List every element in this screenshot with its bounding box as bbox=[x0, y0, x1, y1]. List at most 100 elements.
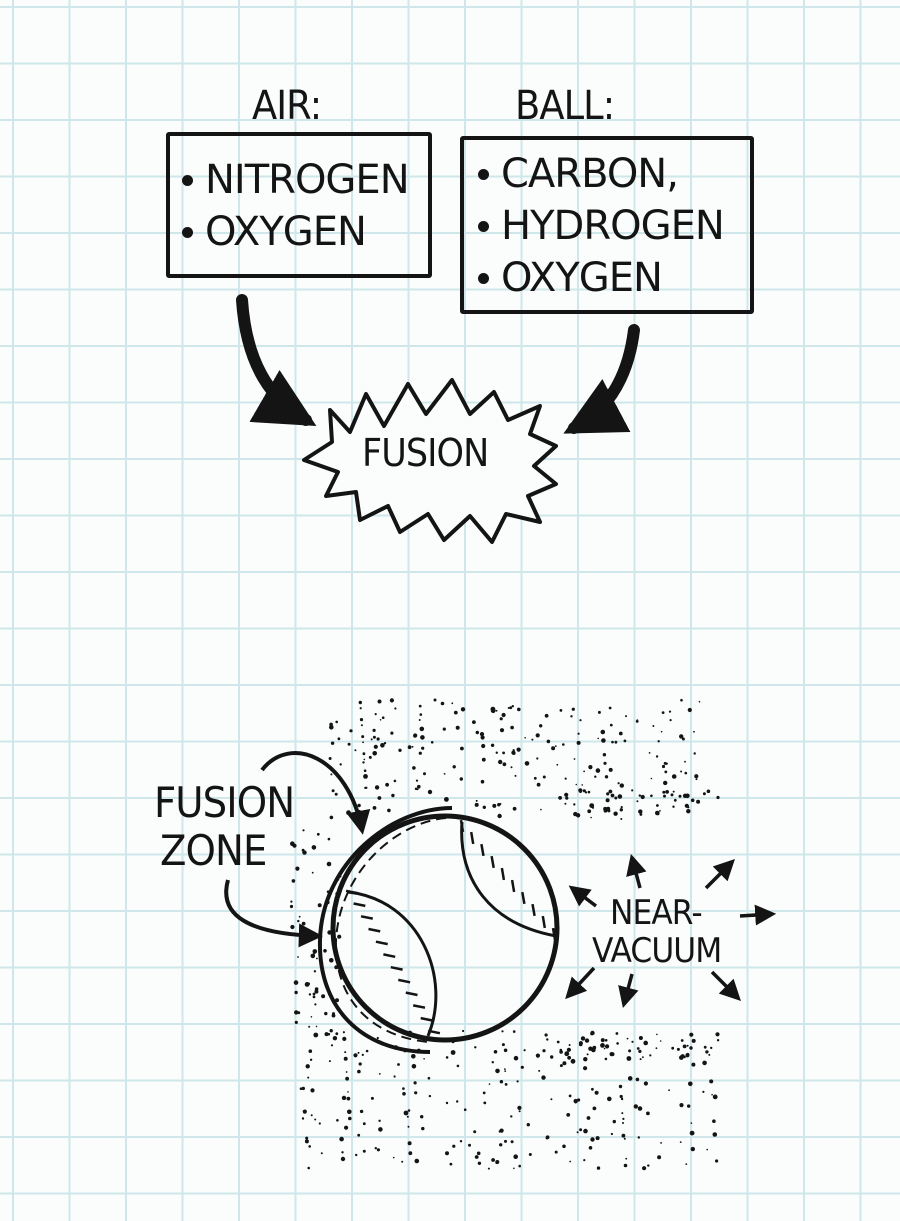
seam-stitch bbox=[345, 889, 359, 895]
debris-speck bbox=[357, 803, 361, 808]
debris-speck bbox=[655, 810, 660, 816]
debris-speck bbox=[656, 1033, 658, 1036]
debris-speck bbox=[671, 774, 677, 779]
debris-speck bbox=[311, 871, 314, 874]
debris-speck bbox=[344, 1125, 349, 1130]
debris-speck bbox=[504, 1139, 507, 1143]
debris-speck bbox=[638, 794, 641, 797]
debris-speck bbox=[597, 710, 601, 714]
debris-speck bbox=[302, 1109, 307, 1114]
debris-speck bbox=[455, 725, 460, 730]
debris-speck bbox=[359, 707, 362, 710]
debris-speck bbox=[513, 1055, 519, 1061]
debris-speck bbox=[604, 1039, 608, 1042]
debris-speck bbox=[305, 1064, 310, 1069]
debris-speck bbox=[294, 1020, 298, 1024]
debris-speck bbox=[313, 1032, 319, 1038]
seam-stitch bbox=[480, 843, 485, 857]
debris-speck bbox=[378, 1127, 383, 1132]
debris-speck bbox=[337, 934, 342, 939]
debris-speck bbox=[499, 1143, 503, 1147]
debris-speck bbox=[407, 1109, 411, 1112]
debris-speck bbox=[647, 1164, 650, 1167]
debris-speck bbox=[357, 1069, 361, 1074]
debris-speck bbox=[294, 990, 298, 995]
debris-speck bbox=[298, 915, 301, 918]
debris-speck bbox=[330, 773, 333, 776]
debris-speck bbox=[318, 1122, 321, 1125]
debris-speck bbox=[591, 1087, 594, 1091]
debris-speck bbox=[608, 767, 613, 772]
debris-speck bbox=[623, 1137, 626, 1140]
fusion-zone-label-line1: FUSION bbox=[154, 778, 295, 827]
debris-speck bbox=[670, 793, 674, 797]
debris-speck bbox=[568, 1044, 571, 1046]
debris-speck bbox=[376, 737, 380, 741]
debris-speck bbox=[611, 740, 614, 744]
debris-speck bbox=[320, 1152, 323, 1155]
debris-speck bbox=[348, 1116, 352, 1121]
debris-speck bbox=[359, 1109, 364, 1114]
seam-stitch bbox=[459, 819, 465, 833]
debris-speck bbox=[309, 1058, 313, 1062]
debris-speck bbox=[495, 709, 498, 712]
debris-speck bbox=[301, 848, 305, 852]
debris-speck bbox=[660, 730, 663, 733]
debris-speck bbox=[665, 762, 668, 765]
debris-speck bbox=[330, 1044, 334, 1047]
debris-speck bbox=[668, 710, 672, 713]
debris-speck bbox=[562, 743, 565, 746]
debris-speck bbox=[676, 1047, 680, 1051]
debris-speck bbox=[662, 790, 666, 794]
debris-speck bbox=[687, 707, 692, 713]
debris-speck bbox=[481, 743, 486, 749]
debris-speck bbox=[334, 792, 338, 796]
debris-speck bbox=[587, 790, 591, 794]
ball-item-carbon: CARBON, bbox=[478, 148, 724, 200]
debris-speck bbox=[444, 797, 449, 802]
debris-speck bbox=[315, 1025, 318, 1028]
debris-speck bbox=[685, 1053, 690, 1058]
debris-speck bbox=[603, 761, 607, 765]
debris-speck bbox=[679, 734, 684, 739]
debris-speck bbox=[312, 995, 316, 999]
debris-speck bbox=[604, 1057, 608, 1061]
debris-speck bbox=[571, 707, 575, 711]
debris-speck bbox=[301, 1117, 305, 1120]
debris-speck bbox=[526, 1123, 530, 1127]
debris-speck bbox=[518, 1164, 521, 1168]
debris-speck bbox=[403, 1110, 409, 1116]
debris-speck bbox=[341, 1151, 344, 1154]
debris-speck bbox=[363, 758, 366, 761]
debris-speck bbox=[696, 799, 701, 804]
air-title: AIR: bbox=[252, 83, 322, 129]
bullet-icon bbox=[182, 226, 193, 238]
debris-speck bbox=[313, 970, 317, 973]
debris-speck bbox=[328, 757, 332, 760]
debris-speck bbox=[693, 752, 696, 755]
debris-speck bbox=[329, 725, 334, 730]
debris-speck bbox=[415, 779, 419, 782]
debris-speck bbox=[684, 771, 688, 775]
debris-speck bbox=[502, 762, 507, 767]
debris-speck bbox=[562, 1144, 566, 1149]
debris-speck bbox=[626, 1056, 632, 1061]
ball-item-oxygen: OXYGEN bbox=[478, 252, 724, 304]
debris-speck bbox=[657, 1155, 662, 1160]
debris-speck bbox=[636, 1047, 640, 1050]
debris-speck bbox=[566, 1047, 572, 1052]
debris-speck bbox=[535, 1053, 541, 1058]
debris-speck bbox=[378, 1073, 381, 1075]
debris-speck bbox=[690, 1146, 695, 1152]
debris-speck bbox=[610, 793, 615, 798]
debris-speck bbox=[558, 796, 562, 800]
debris-speck bbox=[620, 818, 623, 820]
debris-speck bbox=[495, 751, 498, 754]
debris-speck bbox=[712, 1132, 718, 1137]
debris-speck bbox=[623, 1163, 628, 1168]
debris-speck bbox=[392, 1156, 395, 1159]
debris-speck bbox=[510, 766, 513, 769]
debris-speck bbox=[665, 790, 669, 794]
debris-speck bbox=[498, 759, 503, 765]
debris-speck bbox=[443, 773, 446, 775]
